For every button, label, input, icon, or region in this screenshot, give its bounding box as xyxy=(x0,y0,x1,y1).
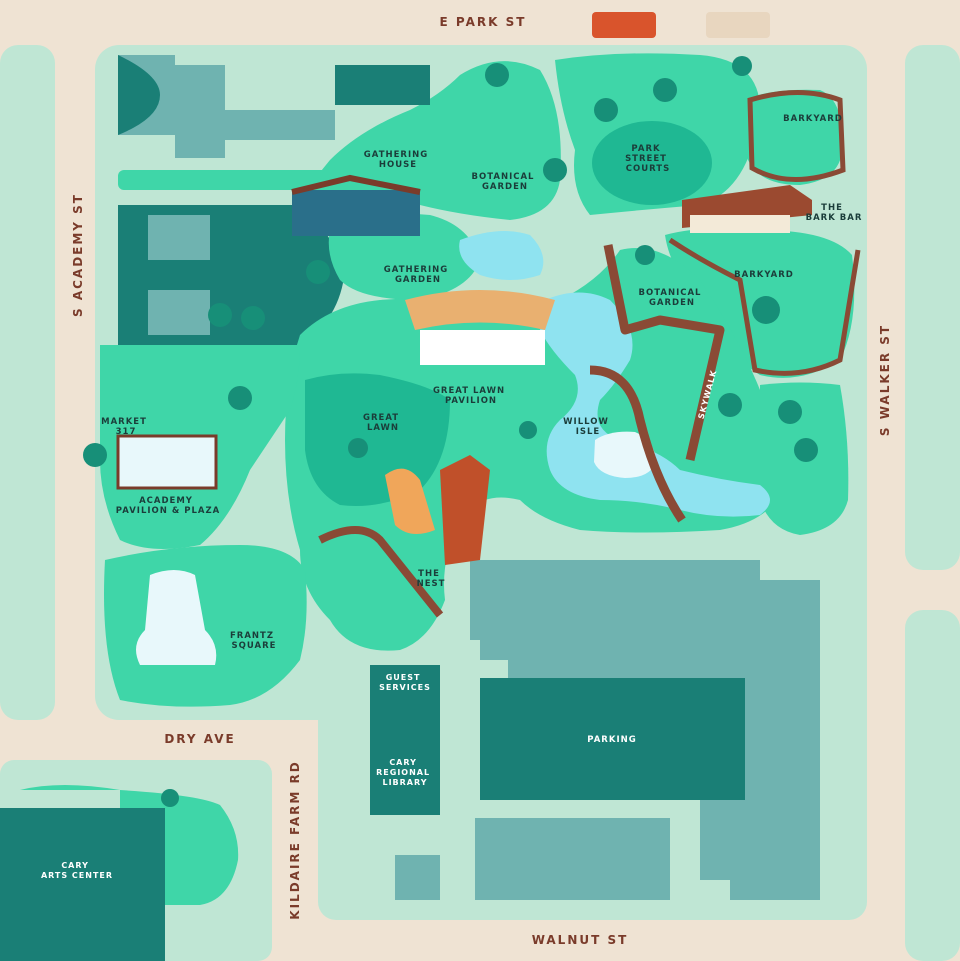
gathering-house-roof xyxy=(291,174,421,195)
label-gathering-house: GATHERING HOUSE xyxy=(364,150,432,170)
the-nest-tower xyxy=(440,455,490,565)
barkyard-fence xyxy=(668,237,861,376)
cary-arts-center-tower xyxy=(50,808,104,824)
great-lawn-pavilion-roof xyxy=(405,290,555,330)
east-block-north xyxy=(905,45,960,570)
east-block-south xyxy=(905,610,960,961)
north-civic-wing xyxy=(335,65,430,105)
tree-icon xyxy=(653,78,677,102)
tree-icon xyxy=(306,260,330,284)
tree-icon xyxy=(635,245,655,265)
tree-icon xyxy=(543,158,567,182)
street-dry-ave: DRY AVE xyxy=(164,732,235,746)
tree-icon xyxy=(778,400,802,424)
skywalk-boardwalk xyxy=(603,244,725,462)
tree-icon xyxy=(208,303,232,327)
library-kiosk xyxy=(395,855,440,900)
tree-icon xyxy=(485,63,509,87)
label-barkyard-south: BARKYARD xyxy=(734,270,794,280)
label-cary-arts-center: CARY ARTS CENTER xyxy=(41,861,113,880)
tree-icon xyxy=(348,438,368,458)
parking-structure xyxy=(470,560,820,900)
the-nest-slide xyxy=(385,468,435,534)
north-civic-arc xyxy=(118,55,160,135)
barkyard-north-fence xyxy=(747,90,846,182)
label-market-317: MARKET 317 xyxy=(101,417,151,437)
label-great-lawn-pavilion: GREAT LAWN PAVILION xyxy=(433,386,509,406)
tree-icon xyxy=(718,393,742,417)
street-walnut-st: WALNUT ST xyxy=(532,933,629,947)
food-truck-icon xyxy=(706,12,770,38)
tree-icon xyxy=(241,306,265,330)
tree-icon xyxy=(83,443,107,467)
great-lawn-field xyxy=(305,373,450,506)
label-willow-isle: WILLOW ISLE xyxy=(563,417,613,437)
tree-icon xyxy=(752,296,780,324)
tree-icon xyxy=(228,386,252,410)
street-e-park-st: E PARK ST xyxy=(440,15,527,29)
library-annex xyxy=(475,818,670,900)
label-park-street-courts: PARK STREET COURTS xyxy=(625,144,671,174)
bark-bar-building xyxy=(690,215,790,233)
street-s-academy-st: S ACADEMY ST xyxy=(71,193,85,317)
willow-boardwalk xyxy=(589,365,686,523)
gathering-house-building xyxy=(292,190,420,236)
great-lawn-pavilion-stage xyxy=(420,330,545,365)
frantz-fountain xyxy=(136,570,217,665)
cary-arts-center-building xyxy=(0,808,165,961)
label-parking: PARKING xyxy=(587,735,636,745)
north-walkway xyxy=(118,170,348,190)
tree-icon xyxy=(161,789,179,807)
label-academy-pavilion: ACADEMY PAVILION & PLAZA xyxy=(116,496,220,516)
gathering-pond xyxy=(459,231,544,280)
west-building-1 xyxy=(148,215,210,260)
label-botanical-garden-south: BOTANICAL GARDEN xyxy=(639,288,706,308)
label-cary-regional-library: CARY REGIONAL LIBRARY xyxy=(376,758,434,787)
market-317-building xyxy=(116,434,218,490)
tree-icon xyxy=(732,56,752,76)
willow-isle-fountain xyxy=(594,431,656,478)
label-bark-bar: THE BARK BAR xyxy=(806,203,863,223)
library-building xyxy=(370,665,440,815)
nest-boardwalk xyxy=(318,526,444,618)
central-park-area xyxy=(285,248,790,651)
tree-icon xyxy=(594,98,618,122)
barkyard-north-area xyxy=(743,89,843,185)
west-building-2 xyxy=(148,290,210,335)
park-street-courts-lawn xyxy=(592,121,712,205)
label-barkyard-north: BARKYARD xyxy=(783,114,843,124)
label-frantz-square: FRANTZ SQUARE xyxy=(230,631,278,651)
frantz-square-area xyxy=(104,545,307,707)
parking-deck xyxy=(480,678,745,800)
north-civic-building xyxy=(118,55,335,158)
label-the-nest: THE NEST xyxy=(417,569,446,589)
food-trucks xyxy=(592,12,770,38)
tree-icon xyxy=(519,421,537,439)
tree-icon xyxy=(794,438,818,462)
label-botanical-garden-north: BOTANICAL GARDEN xyxy=(472,172,539,192)
label-gathering-garden: GATHERING GARDEN xyxy=(384,265,452,285)
label-great-lawn: GREAT LAWN xyxy=(363,413,403,433)
food-truck-icon xyxy=(592,12,656,38)
street-s-walker-st: S WALKER ST xyxy=(878,324,892,436)
label-guest-services: GUEST SERVICES xyxy=(379,673,431,692)
trees xyxy=(83,56,818,807)
west-block xyxy=(0,45,55,720)
street-kildaire-farm-rd: KILDAIRE FARM RD xyxy=(288,760,302,919)
